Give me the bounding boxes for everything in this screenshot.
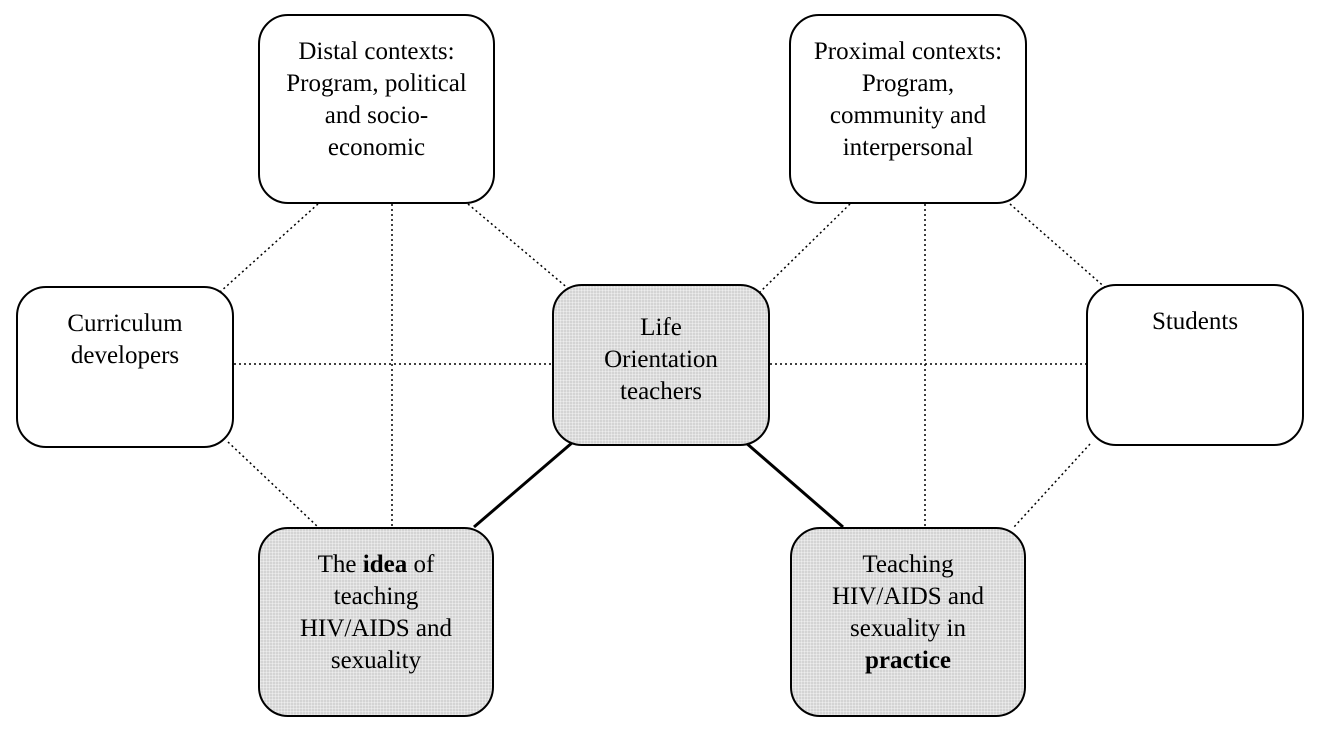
- idea-line-1-pre: The: [317, 551, 363, 578]
- distal-line-3: and socio-: [324, 102, 429, 129]
- idea-line-2: teaching: [333, 583, 419, 610]
- distal-line-1: Distal contexts:: [298, 38, 455, 65]
- proximal-line-3: community and: [829, 102, 987, 129]
- practice-line-3: sexuality in: [850, 615, 966, 642]
- curriculum-line-2: developers: [70, 342, 180, 369]
- node-students: Students: [1086, 284, 1304, 446]
- connector-lo-idea-solid: [473, 440, 574, 529]
- distal-line-4: economic: [327, 134, 426, 161]
- connector-distal-curriculum: [219, 203, 319, 293]
- node-curriculum-developers: Curriculum developers: [16, 286, 234, 448]
- connector-proximal-lo: [759, 203, 851, 293]
- idea-line-1-post: of: [407, 551, 435, 578]
- lo-line-2: Orientation: [604, 346, 718, 373]
- distal-line-2: Program, political: [286, 70, 467, 97]
- proximal-line-2: Program,: [861, 70, 955, 97]
- node-distal-contexts: Distal contexts: Program, political and …: [258, 14, 495, 204]
- students-line-1: Students: [1151, 308, 1239, 335]
- practice-line-4-bold: practice: [864, 647, 952, 674]
- idea-line-3: HIV/AIDS and: [299, 615, 453, 642]
- idea-line-4: sexuality: [330, 647, 422, 674]
- proximal-line-1: Proximal contexts:: [813, 38, 1003, 65]
- proximal-line-4: interpersonal: [842, 134, 974, 161]
- idea-line-1-bold: idea: [362, 551, 408, 578]
- connector-students-practice: [1013, 443, 1091, 528]
- practice-line-1: Teaching: [862, 551, 954, 578]
- node-idea-of-teaching: The idea of teaching HIV/AIDS and sexual…: [258, 527, 494, 717]
- lo-line-3: teachers: [620, 378, 702, 405]
- practice-line-2: HIV/AIDS and: [831, 583, 985, 610]
- connector-curriculum-idea: [227, 441, 319, 528]
- lo-line-1: Life: [640, 314, 682, 341]
- node-life-orientation-teachers: Life Orientation teachers: [552, 284, 770, 446]
- curriculum-line-1: Curriculum: [67, 310, 183, 337]
- connector-lo-practice-solid: [744, 440, 844, 529]
- node-proximal-contexts: Proximal contexts: Program, community an…: [789, 14, 1027, 204]
- connector-distal-lo: [467, 203, 571, 291]
- node-teaching-in-practice: Teaching HIV/AIDS and sexuality in pract…: [790, 527, 1026, 717]
- connector-proximal-students: [1009, 203, 1109, 291]
